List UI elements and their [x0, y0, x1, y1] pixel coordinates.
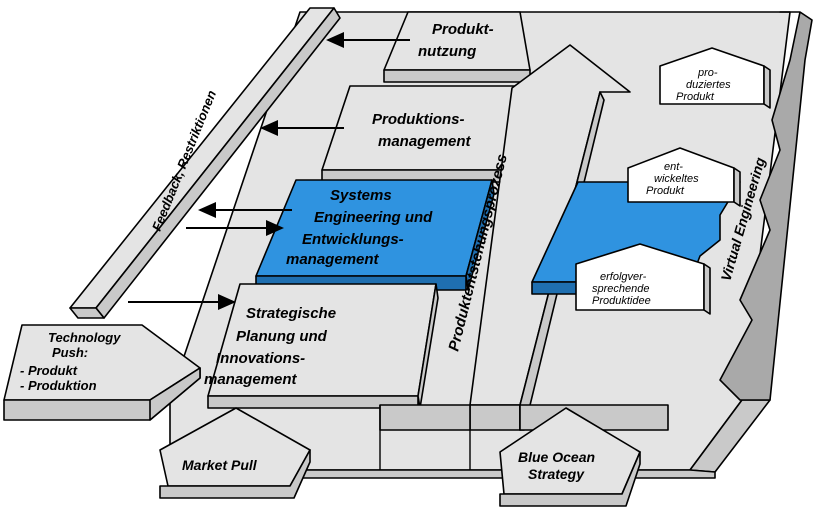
blue-ocean-line-2: Strategy	[528, 466, 585, 482]
systems-engineering-line-3: Entwicklungs-	[302, 231, 404, 248]
strategische-planung-line-3: Innovations-	[216, 350, 305, 367]
market-pull-label: Market Pull	[182, 457, 258, 473]
systems-engineering-line-1: Systems	[330, 187, 392, 204]
produktidee-line-2: sprechende	[592, 283, 650, 295]
strategische-planung-line-2: Planung und	[236, 328, 328, 345]
produktidee-line-1: erfolgver-	[600, 271, 647, 283]
technology-push-block	[3, 324, 201, 421]
produktionsmanagement-line-2: management	[378, 133, 472, 150]
technology-push-line-1: Technology	[48, 330, 121, 345]
technology-push-line-4: - Produktion	[20, 378, 97, 393]
house-erfolgversprechende-produktidee	[575, 243, 711, 315]
systems-engineering-line-4: management	[286, 251, 380, 268]
feedback-rail	[69, 7, 341, 319]
produziertes-line-1: pro-	[697, 67, 718, 79]
blue-ocean-block	[499, 407, 641, 507]
produziertes-line-2: duziertes	[686, 79, 731, 91]
entwickeltes-line-3: Produkt	[646, 185, 685, 197]
produktidee-line-3: Produktidee	[592, 295, 651, 307]
produktnutzung-line-2: nutzung	[418, 43, 476, 60]
technology-push-line-2: Push:	[52, 345, 88, 360]
strategische-planung-line-4: management	[204, 371, 298, 388]
virtual-engineering-edge	[719, 11, 813, 401]
house-entwickeltes-produkt	[627, 147, 741, 207]
entwickeltes-line-1: ent-	[664, 161, 683, 173]
technology-push-line-3: - Produkt	[20, 363, 78, 378]
house-produziertes-produkt	[659, 47, 771, 109]
blue-ocean-line-1: Blue Ocean	[518, 449, 595, 465]
produktionsmanagement-line-1: Produktions-	[372, 111, 465, 128]
layer-strategische-planung	[207, 283, 439, 409]
technology-push-label: Technology Push: - Produkt - Produktion	[20, 330, 121, 393]
market-pull-block	[159, 407, 311, 499]
produktnutzung-line-1: Produkt-	[432, 21, 494, 38]
entwickeltes-line-2: wickeltes	[654, 173, 699, 185]
systems-engineering-line-2: Engineering und	[314, 209, 433, 226]
produziertes-line-3: Produkt	[676, 91, 715, 103]
layer-produktnutzung	[383, 11, 531, 83]
strategische-planung-line-1: Strategische	[246, 305, 336, 322]
